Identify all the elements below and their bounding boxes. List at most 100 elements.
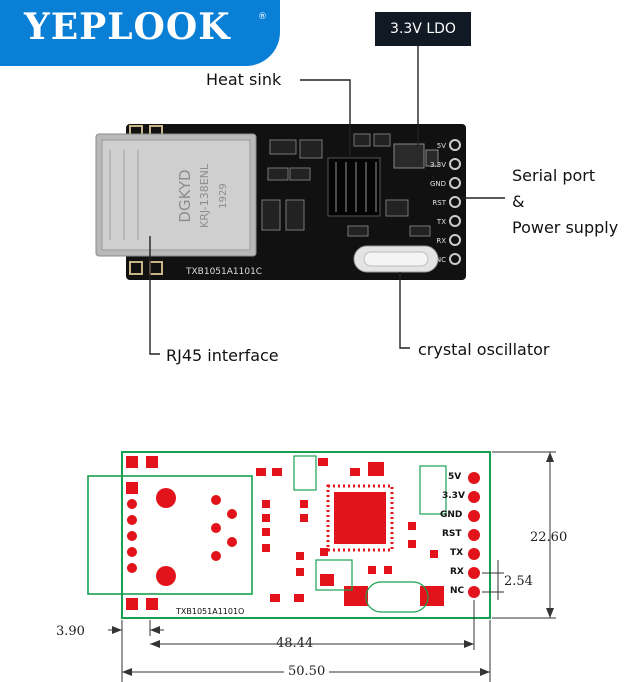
rj45-mount-pad: [156, 488, 176, 508]
drawing-pin-label: RX: [450, 567, 464, 577]
rj45-pad: [227, 509, 237, 519]
photo-pin-label: RST: [432, 199, 446, 207]
serial-port-label: Serial port: [512, 166, 596, 185]
pitch-dimension-value: 2.54: [504, 574, 533, 589]
crystal-pad: [344, 586, 368, 606]
rj45-pad: [126, 482, 138, 494]
rj45-leader: [149, 236, 160, 355]
crystal-leader: [399, 272, 410, 349]
header-pin: [449, 177, 461, 189]
ldo-outline: [419, 465, 447, 515]
board-drawing: TXB1051A1101O: [87, 451, 491, 619]
brand-badge: [0, 0, 280, 66]
rj45-pad: [227, 537, 237, 547]
smd-pad: [384, 566, 392, 574]
smd-pad: [262, 528, 270, 536]
photo-pin-label: RX: [436, 237, 446, 245]
header-pin: [449, 215, 461, 227]
drawing-pin-label: RST: [442, 529, 462, 539]
rj45-interface-label: RJ45 interface: [166, 346, 279, 365]
arrow-head: [150, 640, 160, 648]
smd-pad: [270, 594, 280, 602]
jack-model-text: KRJ-138ENL: [198, 163, 211, 228]
smd-pad: [294, 594, 304, 602]
smd-component: [385, 199, 409, 217]
arrow-head: [122, 668, 132, 676]
crystal-pad: [420, 586, 444, 606]
header-pin: [449, 158, 461, 170]
crystal-oscillator-top: [363, 251, 429, 267]
smd-component: [373, 133, 391, 147]
smd-pad: [256, 468, 266, 476]
smd-pad: [272, 468, 282, 476]
arrow-head: [112, 626, 122, 634]
component-outline: [293, 455, 317, 491]
smd-pad: [262, 544, 270, 552]
drawing-pin-label: GND: [440, 510, 463, 520]
jack-date-text: 1929: [218, 183, 229, 208]
drawing-pin-label: NC: [450, 586, 465, 596]
heat-sink-label: Heat sink: [206, 70, 282, 89]
header-pin: [449, 139, 461, 151]
ampersand-label: &: [512, 192, 525, 211]
ldo-label: 3.3V LDO: [375, 12, 471, 46]
rj45-mount-pad: [156, 566, 176, 586]
arrow-head: [150, 626, 160, 634]
header-pad: [468, 472, 480, 484]
rj45-pad: [211, 523, 221, 533]
ldo-tab: [425, 149, 439, 167]
smd-pad: [320, 574, 334, 586]
ldo-regulator: [393, 143, 425, 169]
smd-component: [267, 167, 289, 181]
arrow-head: [546, 608, 554, 618]
rj45-pad: [127, 499, 137, 509]
smd-pad: [262, 514, 270, 522]
rj45-pad: [127, 515, 137, 525]
header-pin: [449, 234, 461, 246]
smd-component: [353, 133, 371, 147]
header-pad: [468, 586, 480, 598]
mount-pad: [126, 456, 138, 468]
smd-pad: [408, 540, 416, 548]
photo-pin-label: 5V: [437, 142, 446, 150]
photo-pin-label: GND: [430, 180, 446, 188]
rj45-jack-face: [101, 139, 251, 251]
mount-pad: [129, 261, 143, 275]
power-supply-label: Power supply: [512, 218, 619, 237]
mount-pad: [146, 598, 158, 610]
smd-pad: [296, 568, 304, 576]
arrow-head: [546, 452, 554, 462]
pcb-label-drawing: TXB1051A1101O: [175, 607, 244, 616]
smd-pad: [318, 458, 328, 466]
arrow-head: [464, 640, 474, 648]
arrow-head: [480, 668, 490, 676]
pcb-label-photo: TXB1051A1101C: [185, 267, 262, 277]
header-pad: [468, 529, 480, 541]
offset-dimension-value: 3.90: [56, 624, 85, 639]
smd-component: [289, 167, 311, 181]
header-pad: [468, 510, 480, 522]
rj45-outline: [87, 475, 253, 595]
smd-pad: [430, 550, 438, 558]
header-pin: [449, 253, 461, 265]
smd-component: [261, 199, 281, 231]
height-dimension-value: 22.60: [530, 530, 568, 545]
brand-logo-text: YEPLOOK: [24, 6, 231, 48]
callout-leaders: [149, 46, 505, 355]
drawing-pin-label: 3.3V: [442, 491, 465, 501]
smd-pad: [300, 514, 308, 522]
drawing-pin-label: 5V: [448, 472, 462, 482]
component-outline: [315, 559, 353, 591]
smd-pad: [300, 500, 308, 508]
smd-pad: [368, 462, 384, 476]
smd-pad: [408, 522, 416, 530]
dimension-arrows: [112, 452, 554, 676]
rj45-pad: [127, 563, 137, 573]
smd-component: [285, 199, 305, 231]
rj45-pad: [211, 551, 221, 561]
photo-pin-label: 3.3V: [430, 161, 446, 169]
crystal-outline: [365, 581, 429, 613]
smd-pad: [262, 500, 270, 508]
heat-sink-leader: [300, 79, 351, 158]
rj45-pad: [127, 547, 137, 557]
